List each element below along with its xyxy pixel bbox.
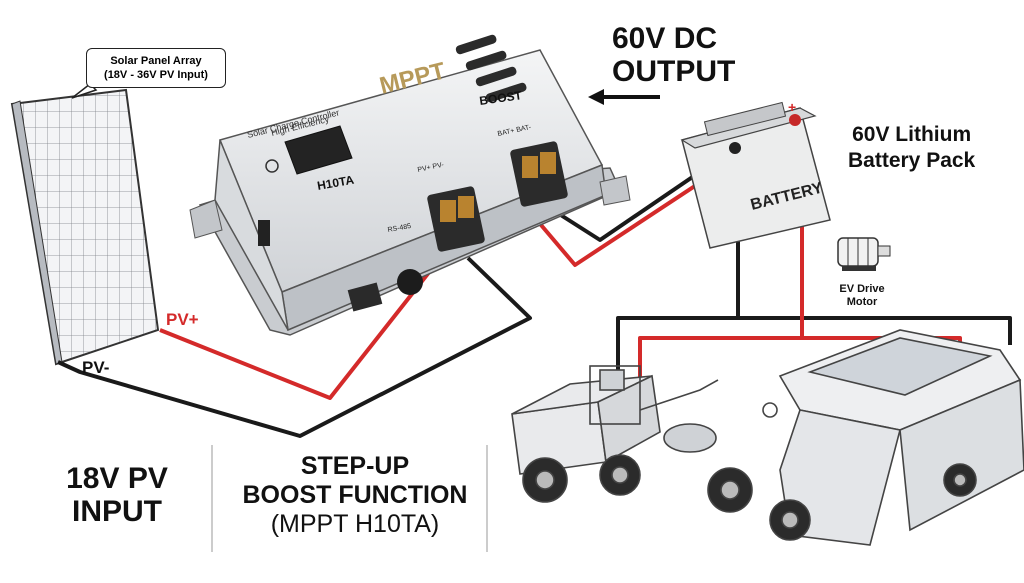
pv-input-line2: INPUT [72,495,162,528]
auto-rickshaw [762,329,1024,546]
output-line2: OUTPUT [612,55,736,88]
solar-panel [10,88,160,366]
pv-negative-wire [57,256,532,438]
motor-negative-wire-2 [738,316,1012,345]
motor-label: EV Drive Motor [832,283,892,309]
controller-rs485: RS-485 [387,223,412,234]
boost-function-label: STEP-UP BOOST FUNCTION (MPPT H10TA) [232,452,478,539]
rs485-knob [397,269,423,295]
side-switch [258,220,270,246]
battery-pack-line1: 60V Lithium [852,123,972,146]
vent-slots [455,34,527,103]
controller-model: H10TA [316,173,355,193]
boost-line1: STEP-UP [300,452,410,480]
lcd-screen [284,125,353,175]
motor-line2: Motor [846,296,878,308]
pv-minus-label: PV- [82,358,110,377]
solar-array-callout: Solar Panel Array (18V - 36V PV Input) [86,48,226,88]
motor-positive-wire [638,120,804,390]
motor-line1: EV Drive [839,283,885,295]
power-icon [265,159,279,173]
rj45-port [347,282,383,312]
pv-input-label: 18V PV INPUT [48,462,186,528]
callout-line2: (18V - 36V PV Input) [104,69,208,81]
pv-plus-label: PV+ [166,310,199,329]
boost-line2: BOOST FUNCTION [242,481,468,509]
battery-plus: + [788,99,796,115]
output-line1: 60V DC [612,22,718,55]
output-label: 60V DC OUTPUT [612,22,735,88]
mppt-controller [189,34,631,336]
motor-icon [837,237,891,271]
output-arrow [588,89,660,105]
battery: + BATTERY [680,99,831,249]
pv-input-line1: 18V PV [66,462,168,495]
pv-positive-wire [159,250,447,400]
battery-pack-label: 60V Lithium Battery Pack [848,122,975,174]
battery-negative-wire [543,146,737,242]
boost-line3: (MPPT H10TA) [270,510,440,538]
cargo-tricycle [511,365,753,513]
controller-boost: BOOST [478,88,523,108]
battery-pack-line2: Battery Pack [848,149,976,172]
callout-line1: Solar Panel Array [110,55,202,67]
